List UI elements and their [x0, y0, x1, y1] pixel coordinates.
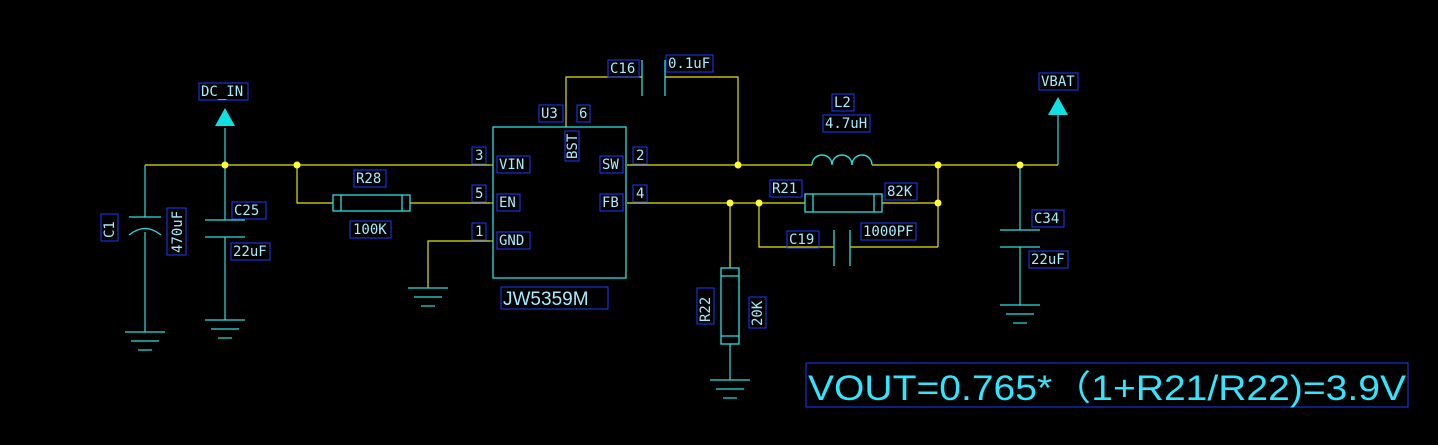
pin-name-en: EN: [499, 195, 516, 211]
r28-value-label: 100K: [353, 222, 387, 238]
c1-ref-label: C1: [102, 221, 118, 238]
pin-num-en: 5: [475, 186, 483, 202]
capacitor-c19: [833, 230, 851, 266]
c34-ref-label: C34: [1034, 211, 1059, 227]
junction-c34: [1016, 161, 1024, 169]
wire-ic-gnd: [427, 240, 490, 288]
l2-ref-label: L2: [834, 95, 851, 111]
wire-c19-left: [758, 203, 834, 248]
component-leads: [144, 115, 1059, 380]
capacitor-c25: [205, 219, 245, 238]
pin-num-vin: 3: [475, 148, 483, 164]
ground-icon-ic: [408, 287, 448, 307]
pin-name-sw: SW: [602, 157, 619, 173]
c25-value-label: 22uF: [233, 244, 267, 260]
pin-name-gnd: GND: [499, 233, 524, 249]
junction-out: [934, 161, 942, 169]
junction-c19: [755, 199, 763, 207]
ic-u3: [490, 126, 627, 279]
ground-icon-r22: [710, 379, 750, 399]
ic-ref-label: U3: [541, 106, 558, 122]
c34-value-label: 22uF: [1031, 252, 1065, 268]
vout-formula: VOUT=0.765*（1+R21/R22)=3.9V: [808, 369, 1407, 408]
c16-ref-label: C16: [610, 61, 635, 77]
ic-part-label: JW5359M: [503, 289, 589, 310]
l2-value-label: 4.7uH: [825, 116, 867, 132]
pin-num-fb: 4: [636, 186, 644, 202]
pin-num-gnd: 1: [475, 224, 483, 240]
dc-in-arrow-icon: [215, 108, 235, 126]
c19-ref-label: C19: [789, 232, 814, 248]
pin-num-bst: 6: [579, 106, 587, 122]
r21-ref-label: R21: [772, 181, 797, 197]
wires: [145, 76, 1058, 288]
r21-value-label: 82K: [887, 184, 913, 200]
ground-icon-c1: [125, 331, 165, 351]
resistor-r22: [720, 267, 740, 345]
label-boxes: [100, 54, 1409, 408]
junction-r21: [934, 199, 942, 207]
c19-value-label: 1000PF: [863, 224, 914, 240]
c1-value-label: 470uF: [170, 211, 186, 253]
vbat-arrow-icon: [1048, 97, 1068, 115]
junction-fb: [726, 199, 734, 207]
pin-name-fb: FB: [602, 195, 619, 211]
r22-value-label: 20K: [750, 300, 766, 326]
ground-icon-c25: [205, 319, 245, 339]
junction-dc-in: [221, 161, 229, 169]
capacitor-c1: [128, 216, 162, 236]
r28-ref-label: R28: [356, 171, 381, 187]
pin-name-vin: VIN: [499, 157, 524, 173]
junction-sw: [734, 161, 742, 169]
net-label-vbat: VBAT: [1041, 74, 1075, 90]
inductor-l2: [811, 154, 873, 166]
ground-icon-c34: [1000, 304, 1040, 324]
junction-en: [293, 161, 301, 169]
resistor-r21: [804, 193, 883, 213]
net-label-dc-in: DC_IN: [201, 84, 243, 100]
pin-name-bst: BST: [565, 133, 581, 159]
wire-c16-sw: [665, 76, 739, 165]
wire-en-left: [296, 165, 333, 204]
pin-num-sw: 2: [636, 148, 644, 164]
junctions: [221, 161, 1024, 207]
c25-ref-label: C25: [234, 203, 259, 219]
capacitor-c16: [641, 60, 666, 96]
r22-ref-label: R22: [698, 297, 714, 322]
resistor-r28: [332, 194, 411, 212]
c16-value-label: 0.1uF: [668, 56, 710, 72]
capacitor-c34: [1000, 229, 1040, 248]
